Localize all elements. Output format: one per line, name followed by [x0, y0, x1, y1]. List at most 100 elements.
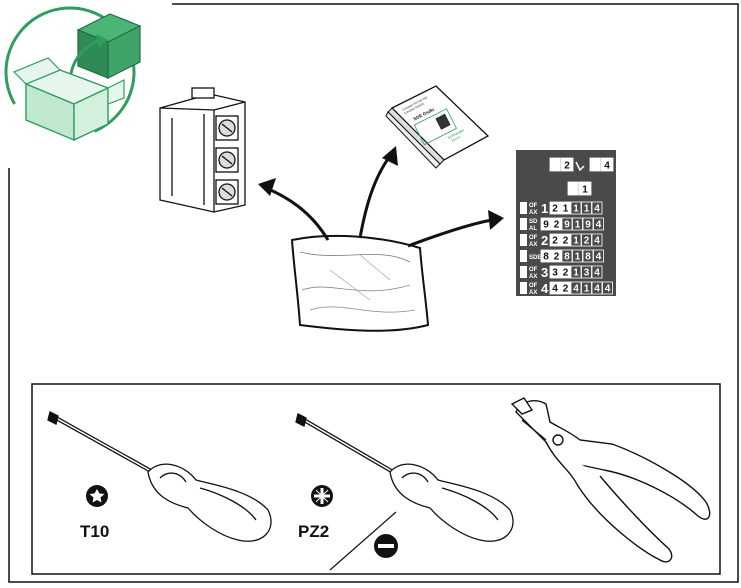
- label-cell-box: [581, 233, 592, 247]
- label-row-prefix: AL: [529, 226, 537, 232]
- label-cell-box: [540, 217, 552, 231]
- flat-blade-icon: [374, 534, 398, 558]
- outer-frame: [8, 3, 739, 583]
- label-cell: 2: [563, 284, 569, 295]
- label-cell-box: [549, 201, 561, 215]
- package-unbox-icon: [4, 6, 142, 142]
- label-cell-box: [560, 265, 571, 279]
- label-cell: 4: [594, 236, 600, 247]
- label-cell: 9: [585, 220, 591, 231]
- label-cell-box: [540, 249, 552, 263]
- label-cell-box: [593, 249, 604, 263]
- label-cell-box: [570, 201, 582, 215]
- label-row-prefix: AX: [529, 210, 537, 216]
- auxiliary-contact-block: [159, 87, 246, 213]
- label-cell: 4: [594, 284, 600, 295]
- arrowhead-block: [258, 178, 276, 196]
- label-row-tab: [520, 218, 527, 230]
- label-row-prefix: AX: [529, 242, 537, 248]
- sheet-top-left-num-box: [560, 157, 574, 172]
- label-row-prefix: AX: [529, 274, 537, 280]
- label-row-tab: [520, 202, 527, 214]
- label-cell-box: [581, 281, 592, 295]
- label-cell: 4: [596, 252, 602, 263]
- label-cell-box: [593, 217, 604, 231]
- label-cell: 2: [584, 236, 590, 247]
- label-cell: 1: [584, 284, 590, 295]
- label-row-number: 2: [541, 233, 548, 248]
- label-cell: 2: [554, 220, 560, 231]
- arrowhead-labels: [488, 210, 504, 230]
- label-row-tab: [520, 266, 527, 278]
- label-cell: 9: [564, 220, 570, 231]
- label-cell: 2: [563, 236, 569, 247]
- label-cell: 1: [575, 252, 581, 263]
- label-cell: 2: [552, 204, 558, 215]
- label-cell: 2: [554, 252, 560, 263]
- label-cell-box: [591, 265, 603, 279]
- label-cell-box: [570, 265, 582, 279]
- label-cell-box: [560, 281, 571, 295]
- torx-bit-icon: [86, 485, 108, 507]
- label-row-prefix: OF: [529, 203, 538, 209]
- label-cell-box: [591, 233, 603, 247]
- label-row-prefix: OF: [529, 235, 538, 241]
- label-row-prefix: AX: [529, 290, 537, 296]
- sheet-top-blank-left-box: [549, 157, 561, 172]
- pozidriv-bit-icon: [311, 485, 333, 507]
- label-cell: 1: [573, 268, 579, 279]
- arrow-to-block: [265, 186, 330, 241]
- label-row-tab: [520, 234, 527, 246]
- label-cell-box: [572, 217, 583, 231]
- label-row-prefix: SD: [529, 219, 538, 225]
- label-cell: 8: [585, 252, 591, 263]
- label-cell-box: [551, 217, 562, 231]
- label-row-number: 1: [541, 201, 548, 216]
- label-cell-box: [551, 249, 562, 263]
- label-cell: 4: [594, 268, 600, 279]
- label-cell: 1: [563, 204, 569, 215]
- tools-frame: [31, 383, 721, 575]
- sheet-mid-blank-box: [567, 181, 579, 196]
- torx-label: T10: [80, 522, 109, 541]
- sheet-top-blank-right-box: [589, 157, 601, 172]
- label-row-tab: [520, 282, 527, 294]
- label-cell-box: [591, 201, 603, 215]
- sheet-top-right-num-box: [600, 157, 614, 172]
- instruction-booklet: Compact NS100-250 Compact NS630... SDE G…: [385, 85, 490, 169]
- label-cell-box: [549, 281, 561, 295]
- label-cell-box: [549, 233, 561, 247]
- label-cell: 4: [594, 204, 600, 215]
- label-cell: 4: [605, 284, 611, 295]
- label-cell-box: [582, 249, 594, 263]
- label-cell-box: [560, 233, 571, 247]
- torx-screwdriver: [47, 411, 272, 542]
- label-row-tab: [520, 250, 527, 262]
- label-cell: 8: [543, 252, 549, 263]
- label-cell: 4: [573, 284, 579, 295]
- plastic-bag: [290, 234, 430, 332]
- label-row-number: 4: [541, 281, 549, 296]
- label-cell-box: [560, 201, 571, 215]
- label-cell-box: [561, 249, 573, 263]
- label-row-number: 3: [541, 265, 548, 280]
- sheet-mid-num: 1: [582, 185, 588, 196]
- arrow-to-labels: [407, 218, 493, 248]
- pozidriv-screwdriver: [295, 413, 514, 542]
- switch-symbol: [575, 161, 585, 172]
- label-row-prefix: SDE: [529, 255, 541, 261]
- label-cell-box: [581, 201, 592, 215]
- label-cell-box: [549, 265, 561, 279]
- pozi-label: PZ2: [298, 522, 329, 541]
- label-cell-box: [561, 217, 573, 231]
- label-cell-box: [582, 217, 594, 231]
- sheet-mid-num-box: [578, 181, 592, 196]
